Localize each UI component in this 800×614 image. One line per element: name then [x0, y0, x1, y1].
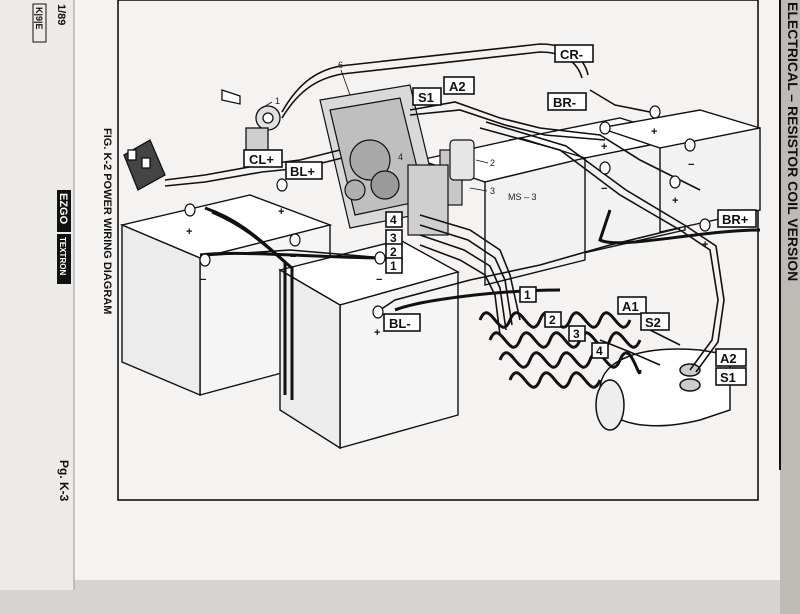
callout-6: 6: [338, 60, 343, 70]
svg-text:BL-: BL-: [389, 316, 411, 331]
callout-4: 4: [398, 152, 403, 162]
battery-front-2: [278, 239, 460, 450]
svg-text:BR+: BR+: [722, 212, 749, 227]
svg-text:S2: S2: [645, 315, 661, 330]
ezgo-logo: EZGO TEXTRON: [57, 190, 71, 284]
figure-caption: FIG. K-2 POWER WIRING DIAGRAM: [101, 128, 113, 314]
label-s1-motor: S1: [715, 367, 747, 386]
header-date: 1/89: [55, 4, 67, 25]
svg-text:TEXTRON: TEXTRON: [58, 237, 67, 275]
svg-text:+: +: [186, 226, 192, 238]
label-bl-minus: BL-: [383, 313, 421, 332]
label-s2: S2: [640, 312, 670, 331]
svg-text:BL+: BL+: [290, 164, 315, 179]
controller-panel: [319, 84, 475, 236]
label-a2-top: A2: [443, 76, 475, 95]
coil-number: 3: [573, 327, 580, 341]
switch-number: 1: [390, 259, 397, 273]
page-number: Pg. K-3: [57, 460, 71, 502]
ms3-switch: [449, 139, 475, 181]
svg-text:+: +: [278, 206, 284, 218]
charger-receptacle: [123, 139, 166, 191]
label-s1-top: S1: [412, 87, 442, 106]
label-a1: A1: [617, 296, 647, 315]
coil-number: 2: [549, 313, 556, 327]
label-a2-motor: A2: [715, 348, 747, 367]
svg-text:+: +: [374, 327, 380, 339]
label-cl-plus: CL+: [243, 149, 283, 168]
svg-text:+: +: [601, 141, 607, 153]
label-br-plus: BR+: [717, 209, 757, 228]
svg-text:−: −: [601, 183, 607, 195]
coil-number: 1: [524, 288, 531, 302]
svg-text:+: +: [651, 126, 657, 138]
callout-3: 3: [490, 186, 495, 196]
coil-numbers: 1 2 3 4: [519, 286, 609, 359]
label-cr-minus: CR-: [554, 44, 594, 63]
switch-number: 3: [390, 231, 397, 245]
switch-number: 2: [390, 245, 397, 259]
svg-text:A2: A2: [720, 351, 737, 366]
svg-text:+: +: [702, 239, 708, 251]
callout-2: 2: [490, 158, 495, 168]
svg-text:A2: A2: [449, 79, 466, 94]
label-bl-plus: BL+: [285, 161, 323, 180]
coil-number: 4: [596, 344, 603, 358]
switch-number: 4: [390, 213, 397, 227]
callout-1: 1: [275, 96, 280, 106]
battery-bank: [119, 109, 761, 450]
polarity-marks: + + − − − + + + − − + +: [186, 126, 708, 339]
svg-text:BR-: BR-: [553, 95, 576, 110]
svg-text:−: −: [290, 251, 296, 263]
svg-text:+: +: [672, 195, 678, 207]
battery-posts: [184, 105, 711, 319]
svg-text:−: −: [376, 274, 382, 286]
battery-rear-2: [599, 109, 761, 233]
svg-text:CR-: CR-: [560, 47, 583, 62]
wiring: [164, 43, 725, 373]
svg-text:−: −: [688, 159, 694, 171]
battery-cables: [199, 206, 761, 400]
svg-text:S1: S1: [418, 90, 434, 105]
svg-text:S1: S1: [720, 370, 736, 385]
svg-text:CL+: CL+: [249, 152, 274, 167]
svg-text:A1: A1: [622, 299, 639, 314]
svg-text:−: −: [200, 274, 206, 286]
header-code: K|9|E: [34, 7, 44, 30]
part-callouts: 6 1 2 3 MS – 3 4: [261, 60, 537, 202]
svg-text:EZGO: EZGO: [57, 193, 69, 225]
terminal-labels: CR- BR- A2 S1 CL+ BL+ BR+ BL-: [243, 44, 757, 386]
section-title: ELECTRICAL – RESISTOR COIL VERSION: [785, 2, 800, 281]
callout-ms3: MS – 3: [508, 192, 537, 202]
switch-number-stack: 4 3 2 1: [385, 211, 403, 274]
motor: [595, 348, 731, 431]
figure-frame: [117, 0, 759, 501]
label-br-minus: BR-: [547, 92, 587, 111]
